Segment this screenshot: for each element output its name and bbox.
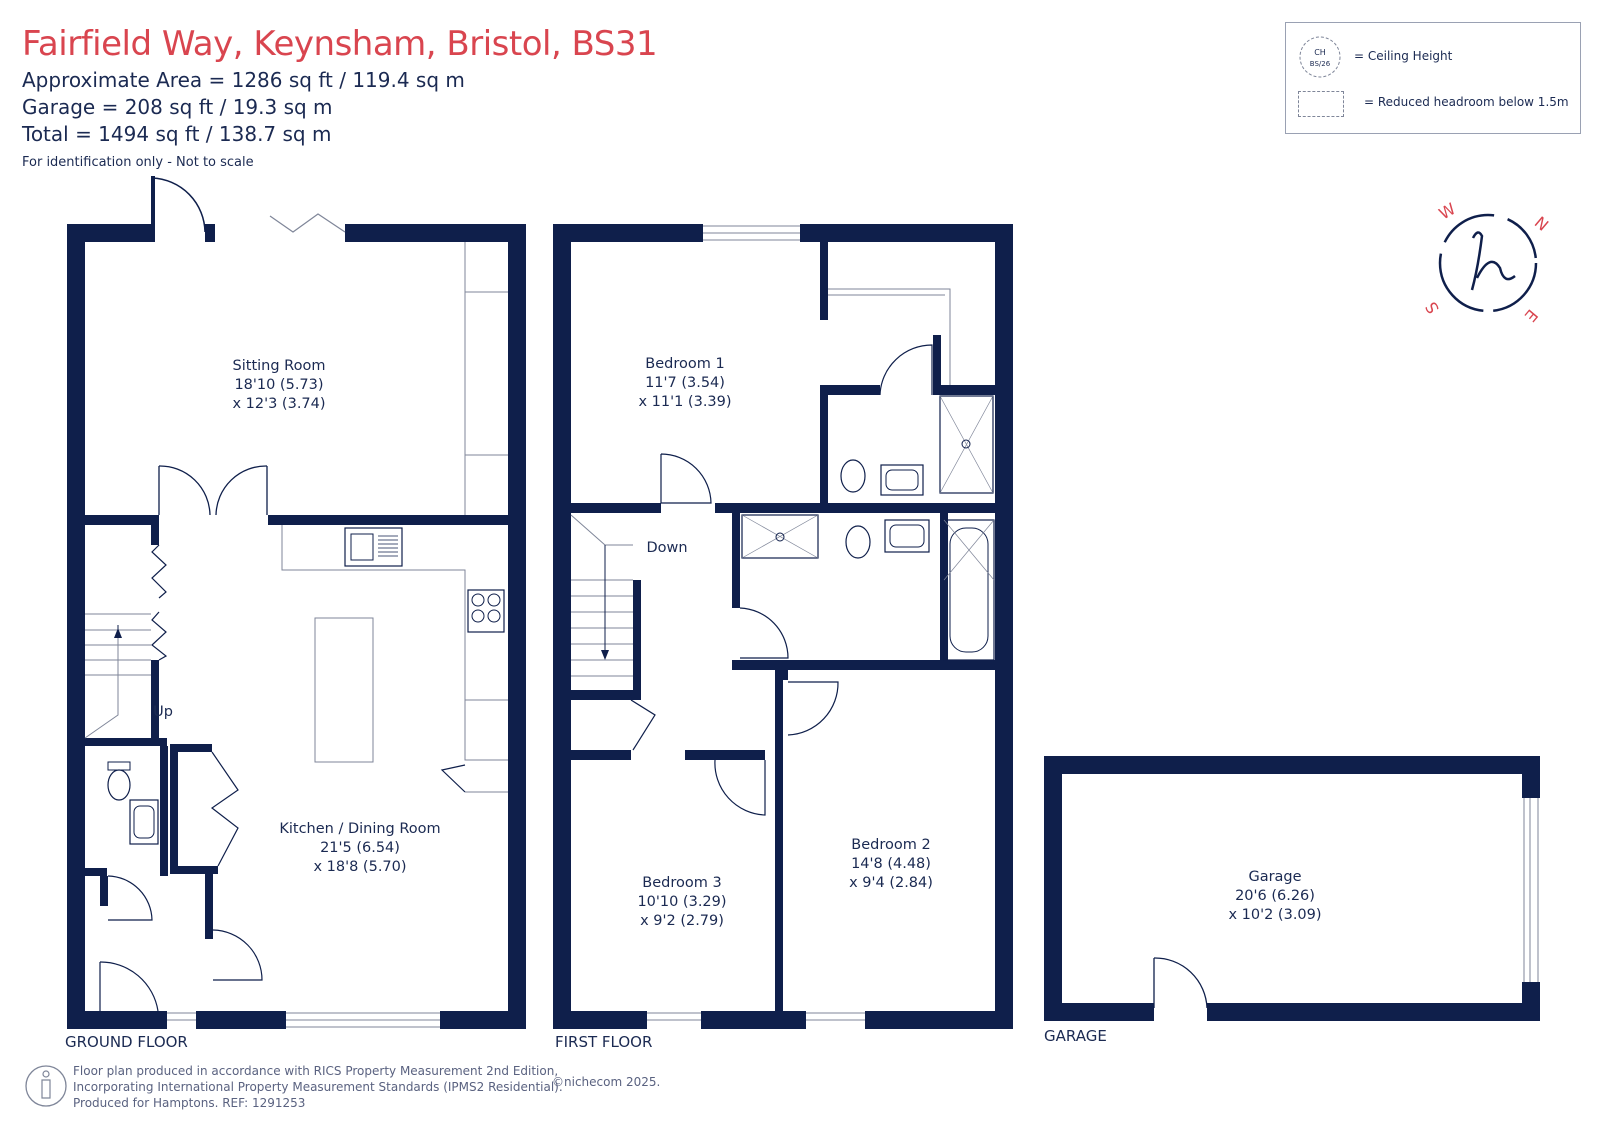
- garage-plan: [1044, 756, 1540, 1021]
- wardrobe: [828, 288, 951, 385]
- ceiling-height-icon: CH BS/26: [1299, 36, 1341, 78]
- stair-arrow-icon: [114, 628, 122, 638]
- bedroom2-dim1: 14'8 (4.48): [851, 856, 931, 872]
- copyright: ©nichecom 2025.: [552, 1075, 661, 1089]
- footer-line3: Produced for Hamptons. REF: 1291253: [73, 1096, 306, 1110]
- bathroom-basin-icon: [884, 519, 930, 553]
- bedroom2-dim2: x 9'4 (2.84): [849, 875, 933, 891]
- ground-floor-plan: [67, 176, 526, 1029]
- garage-name: Garage: [1248, 869, 1301, 885]
- kitchen-dim1: 21'5 (6.54): [320, 840, 400, 856]
- legend-reduced-headroom: = Reduced headroom below 1.5m: [1364, 95, 1569, 109]
- first-floor-label: FIRST FLOOR: [555, 1033, 652, 1051]
- property-title: Fairfield Way, Keynsham, Bristol, BS31: [22, 24, 658, 64]
- bedroom3-name: Bedroom 3: [642, 875, 721, 891]
- ground-wc-basin-icon: [129, 799, 159, 845]
- garage-dim1: 20'6 (6.26): [1235, 888, 1315, 904]
- ground-floor-walls: [67, 224, 526, 1029]
- bedroom1-dim1: 11'7 (3.54): [645, 375, 725, 391]
- kitchen-window: [286, 1012, 440, 1028]
- front-door-icon: [99, 961, 159, 1012]
- kitchen-island: [314, 617, 374, 763]
- approximate-area: Approximate Area = 1286 sq ft / 119.4 sq…: [22, 68, 465, 92]
- ground-wc-toilet-icon: [107, 761, 131, 801]
- compass-w: W: [1436, 199, 1459, 223]
- compass-monogram-icon: [1470, 231, 1516, 291]
- bedroom2-name: Bedroom 2: [851, 837, 930, 853]
- sitting-room-cabinet: [464, 242, 508, 515]
- total-area: Total = 1494 sq ft / 138.7 sq m: [22, 122, 332, 146]
- double-door-icon: [158, 465, 268, 516]
- bathroom-shower-icon: [741, 514, 819, 559]
- compass-n: N: [1531, 213, 1552, 235]
- sitting-room-dim1: 18'10 (5.73): [234, 377, 323, 393]
- stairs-down-label: Down: [646, 540, 687, 556]
- compass-s: S: [1421, 299, 1443, 317]
- ensuite-toilet-icon: [840, 459, 866, 493]
- bathroom-toilet-icon: [845, 525, 871, 559]
- bedroom1-name: Bedroom 1: [645, 356, 724, 372]
- garage-dim2: x 10'2 (3.09): [1228, 907, 1321, 923]
- kitchen-name: Kitchen / Dining Room: [279, 821, 440, 837]
- ground-stairs: [84, 613, 151, 739]
- compass-ring-icon: [1438, 213, 1538, 313]
- footer-text: Floor plan produced in accordance with R…: [73, 1063, 563, 1111]
- first-floor-stairs: [570, 514, 633, 677]
- bedroom1-dim2: x 11'1 (3.39): [638, 394, 731, 410]
- bedroom3-dim1: 10'10 (3.29): [637, 894, 726, 910]
- garage-side-door-icon: [1153, 957, 1208, 1009]
- bedroom3-dim2: x 9'2 (2.79): [640, 913, 724, 929]
- kitchen-sink-icon: [344, 527, 403, 567]
- first-floor-walls: [553, 224, 1013, 1029]
- compass-e: E: [1521, 306, 1542, 326]
- ceiling-symbol-value: BS/26: [1310, 60, 1331, 68]
- side-door-icon: [151, 177, 206, 242]
- footer-line1: Floor plan produced in accordance with R…: [73, 1064, 559, 1078]
- compass-logo: W N S E: [1421, 199, 1552, 326]
- legend-box: CH BS/26 = Ceiling Height = Reduced head…: [1285, 22, 1581, 134]
- scale-note: For identification only - Not to scale: [22, 155, 254, 170]
- bath-icon: [943, 519, 995, 661]
- kitchen-worktop: [281, 525, 508, 761]
- hob-icon: [467, 589, 505, 633]
- footer-line2: Incorporating International Property Mea…: [73, 1080, 563, 1094]
- stair-arrow-down-icon: [601, 650, 609, 660]
- ensuite-basin-icon: [880, 464, 924, 496]
- garage-area: Garage = 208 sq ft / 19.3 sq m: [22, 95, 333, 119]
- bifold-door-icon: [269, 213, 346, 233]
- stairs-up-label: Up: [153, 704, 173, 720]
- first-floor-plan: [553, 224, 1013, 1029]
- garage-door: [1523, 798, 1539, 982]
- legend-ceiling-height: = Ceiling Height: [1354, 49, 1453, 63]
- sitting-room-name: Sitting Room: [233, 358, 326, 374]
- garage-walls: [1044, 756, 1540, 1021]
- ceiling-symbol-ch: CH: [1314, 48, 1326, 57]
- info-icon: [25, 1065, 67, 1107]
- ground-floor-label: GROUND FLOOR: [65, 1033, 188, 1051]
- sitting-room-dim2: x 12'3 (3.74): [232, 396, 325, 412]
- reduced-headroom-icon: [1298, 91, 1344, 117]
- ensuite-shower-icon: [939, 395, 994, 494]
- garage-floor-label: GARAGE: [1044, 1027, 1107, 1045]
- kitchen-dim2: x 18'8 (5.70): [313, 859, 406, 875]
